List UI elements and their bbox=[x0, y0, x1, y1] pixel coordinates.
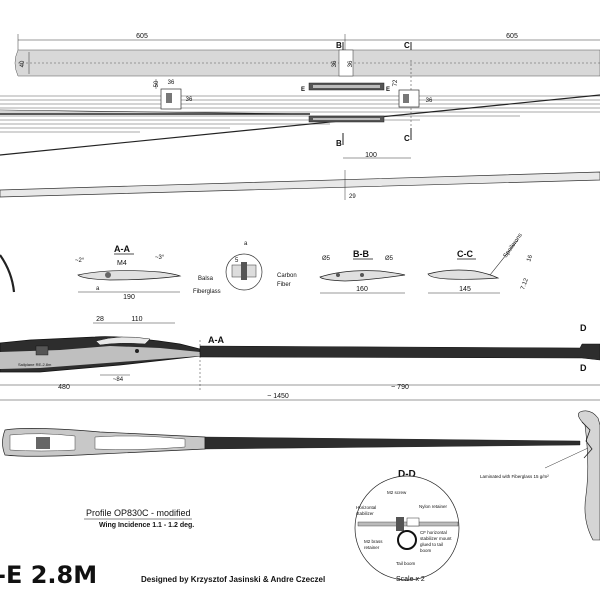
horizontal-stabilizer bbox=[578, 410, 600, 541]
label-fiberglass: Fiberglass bbox=[193, 289, 221, 295]
section-c-top: C bbox=[404, 41, 410, 50]
airfoil-sections: A-A ~2° ~3° M4 a 190 a 5 Balsa Fiberglas… bbox=[0, 232, 534, 301]
fitting-dim-36-right: 36 bbox=[426, 98, 433, 104]
joiner-dim-right: 36 bbox=[348, 60, 354, 67]
root-thickness-dim: 40 bbox=[20, 60, 26, 67]
fitting-dim-72: 72 bbox=[393, 79, 399, 86]
width-160: 160 bbox=[356, 286, 368, 293]
profile-incidence: Wing Incidence 1.1 - 1.2 deg. bbox=[99, 522, 194, 529]
dim-712: 7.12 bbox=[520, 277, 530, 291]
fuselage-side-view: 28 110 Sailplane RE-2.8m A-A D D ~84 480… bbox=[0, 316, 600, 401]
label-carbon: Carbon bbox=[277, 273, 297, 279]
dd-cf-2: stabilizer mount bbox=[420, 536, 452, 541]
detail-dd: D-D M2 screw Horizontal stabilizer Nylon… bbox=[354, 469, 460, 583]
section-aa-marker: A-A bbox=[208, 335, 224, 345]
width-190: 190 bbox=[123, 294, 135, 301]
dd-horizontal: Horizontal bbox=[356, 505, 376, 510]
hole-left: Ø5 bbox=[322, 256, 331, 262]
section-b-bottom: B bbox=[336, 139, 342, 148]
dd-scale: Scale x 2 bbox=[396, 576, 425, 583]
section-bb-label: B-B bbox=[353, 249, 369, 259]
detail-dim-5: 5 bbox=[235, 258, 239, 264]
wing-ribs bbox=[0, 95, 600, 133]
drawing-title: -E 2.8M bbox=[0, 561, 97, 589]
dim-84: ~84 bbox=[113, 377, 124, 383]
dim-a: a bbox=[96, 286, 100, 292]
profile-note: Profile OP830C - modified Wing Incidence… bbox=[84, 508, 194, 529]
fuselage-side-text: Sailplane RE-2.8m bbox=[18, 362, 52, 367]
wing-trailing-edge bbox=[0, 94, 600, 156]
fuselage-top-view: Laminated with Fiberglass 15 g/m² bbox=[2, 410, 600, 541]
dim-790: ~ 790 bbox=[391, 384, 409, 391]
spoiler-label: Spoilerons bbox=[503, 232, 524, 259]
section-aa-label: A-A bbox=[114, 244, 130, 254]
designer-credits: Designed by Krzysztof Jasinski & Andre C… bbox=[141, 575, 325, 584]
fitting-dim-36-top: 36 bbox=[168, 80, 175, 86]
dim-28: 28 bbox=[96, 316, 104, 323]
hole-right: Ø5 bbox=[385, 256, 394, 262]
profile-name: Profile OP830C - modified bbox=[86, 508, 191, 518]
dim-110: 110 bbox=[131, 316, 142, 323]
dd-stabilizer: stabilizer bbox=[356, 511, 374, 516]
tail-boom-top bbox=[204, 436, 581, 450]
section-cc-label: C-C bbox=[457, 249, 473, 259]
dd-cf-4: boom bbox=[420, 548, 432, 553]
bolt-m4: M4 bbox=[117, 260, 127, 267]
dim-16: 16 bbox=[526, 254, 534, 263]
wing-aileron-strip bbox=[0, 171, 600, 198]
dd-tail-boom: Tail boom bbox=[396, 561, 416, 566]
airfoil-aa bbox=[77, 270, 182, 281]
joiner-dim-left: 36 bbox=[332, 60, 338, 67]
label-balsa: Balsa bbox=[198, 276, 214, 282]
detail-dd-circle bbox=[354, 475, 460, 581]
section-b-top: B bbox=[336, 41, 342, 50]
detail-dd-label: D-D bbox=[398, 469, 416, 480]
dd-m2-screw: M2 screw bbox=[387, 490, 407, 495]
fitting-dim-36-side: 36 bbox=[186, 97, 193, 103]
incidence-left: ~2° bbox=[75, 258, 85, 264]
dim-1450: ~ 1450 bbox=[267, 393, 289, 400]
marker-e-left: E bbox=[301, 87, 305, 93]
span-left-dim: 605 bbox=[136, 33, 148, 40]
spacing-dim-100: 100 bbox=[365, 152, 377, 159]
chord-dim-29: 29 bbox=[349, 194, 356, 200]
label-fiber: Fiber bbox=[277, 282, 291, 288]
dd-cf-3: glued to tail bbox=[420, 542, 443, 547]
fitting-dim-50: 50 bbox=[154, 80, 160, 87]
marker-e-right: E bbox=[386, 87, 390, 93]
dd-cf-1: CF horizontal bbox=[420, 530, 447, 535]
tail-boom-side bbox=[199, 343, 600, 361]
dd-m2-brass: M2 brass bbox=[364, 539, 383, 544]
span-right-dim: 605 bbox=[506, 33, 518, 40]
dd-retainer: retainer bbox=[364, 545, 380, 550]
section-d-bottom: D bbox=[580, 363, 587, 373]
section-c-bottom: C bbox=[404, 134, 410, 143]
airfoil-cc bbox=[427, 269, 500, 280]
dim-480: 480 bbox=[58, 384, 70, 391]
wing-plan-view: 605 605 40 36 36 B B C C bbox=[0, 33, 600, 200]
dd-nylon: Nylon retainer bbox=[419, 504, 448, 509]
detail-a-label: a bbox=[244, 241, 248, 247]
incidence-right: ~3° bbox=[155, 255, 165, 261]
laminated-note: Laminated with Fiberglass 15 g/m² bbox=[480, 474, 549, 479]
width-145: 145 bbox=[459, 286, 471, 293]
section-d-top: D bbox=[580, 323, 587, 333]
